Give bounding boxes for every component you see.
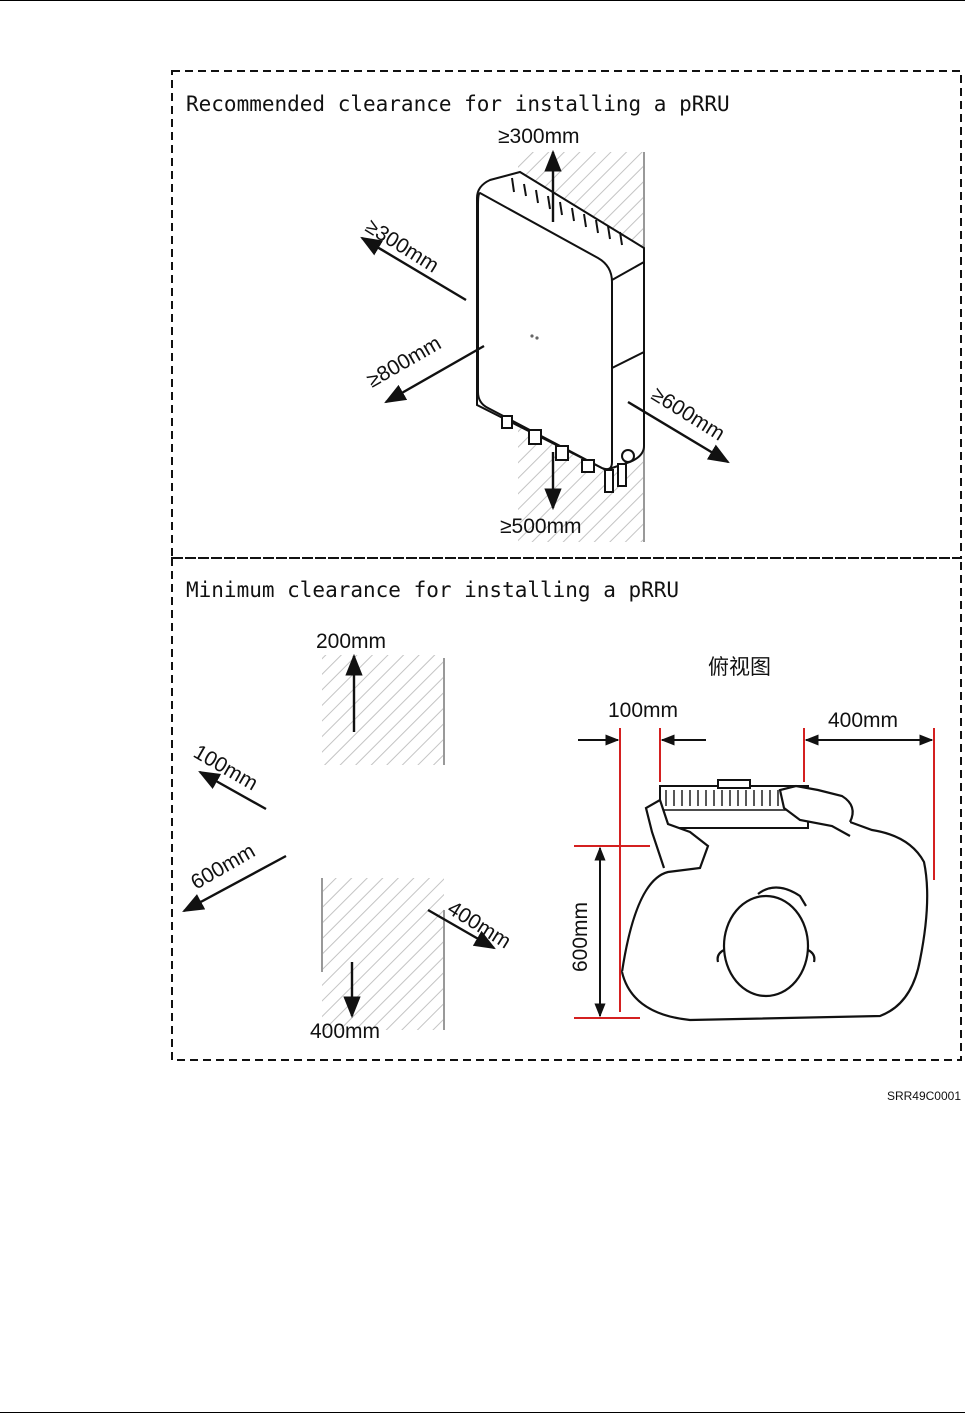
recommended-title: Recommended clearance for installing a p…	[186, 92, 730, 116]
min-label-front: 600mm	[187, 839, 259, 894]
figure-code: SRR49C0001	[887, 1089, 961, 1103]
minimum-title: Minimum clearance for installing a pRRU	[186, 578, 679, 602]
min-label-top: 200mm	[316, 630, 386, 653]
min-label-bottom: 400mm	[310, 1020, 380, 1043]
rec-label-top: ≥300mm	[498, 125, 580, 148]
rec-label-front: ≥800mm	[363, 332, 445, 393]
top-view-title: 俯视图	[708, 656, 771, 679]
top-view-gap-right: 400mm	[828, 709, 898, 732]
rec-label-bottom: ≥500mm	[500, 515, 582, 538]
rec-label-right: ≥600mm	[647, 383, 728, 446]
top-view-depth: 600mm	[569, 902, 592, 972]
top-view-gap-left: 100mm	[608, 699, 678, 722]
minimum-wall-hatch	[322, 655, 444, 1030]
